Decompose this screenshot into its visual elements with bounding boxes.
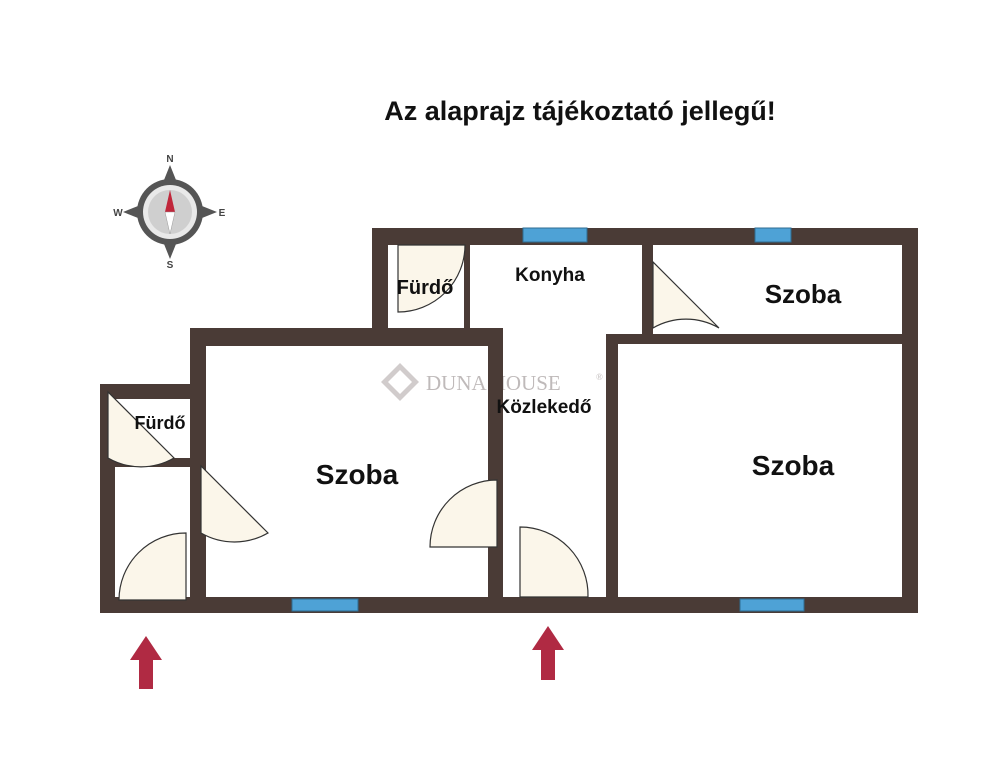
room-label-center: Szoba bbox=[316, 459, 399, 490]
window-right-room bbox=[739, 598, 805, 612]
compass-east: E bbox=[219, 208, 226, 219]
room-label-bath-top: Fürdő bbox=[397, 277, 454, 299]
svg-text:®: ® bbox=[596, 372, 603, 382]
room-label-corridor: Közlekedő bbox=[496, 397, 591, 418]
door-entry-left bbox=[118, 532, 187, 601]
room-label-top-right: Szoba bbox=[765, 279, 842, 309]
entrance-arrow-left-icon bbox=[130, 636, 162, 689]
door-center-right bbox=[429, 479, 498, 548]
room-label-bath-left: Fürdő bbox=[135, 413, 186, 433]
window-kitchen bbox=[522, 227, 588, 243]
door-corridor bbox=[519, 526, 589, 598]
compass-north: N bbox=[166, 154, 173, 165]
window-top-right bbox=[754, 227, 792, 243]
windows bbox=[291, 227, 805, 612]
room-label-right: Szoba bbox=[752, 450, 835, 481]
door-bath-left bbox=[107, 390, 175, 468]
door-bath-top bbox=[397, 244, 466, 313]
window-center-room bbox=[291, 598, 359, 612]
doors bbox=[107, 244, 720, 601]
plan-title: Az alaprajz tájékoztató jellegű! bbox=[384, 96, 776, 126]
room-label-kitchen: Konyha bbox=[515, 265, 585, 286]
entrance-arrows bbox=[130, 626, 564, 689]
door-top-right-room bbox=[652, 260, 720, 330]
compass-south: S bbox=[167, 260, 174, 271]
compass-west: W bbox=[113, 208, 123, 219]
compass-icon: N S W E bbox=[113, 154, 225, 271]
entrance-arrow-right-icon bbox=[532, 626, 564, 680]
door-center-left bbox=[200, 464, 269, 543]
